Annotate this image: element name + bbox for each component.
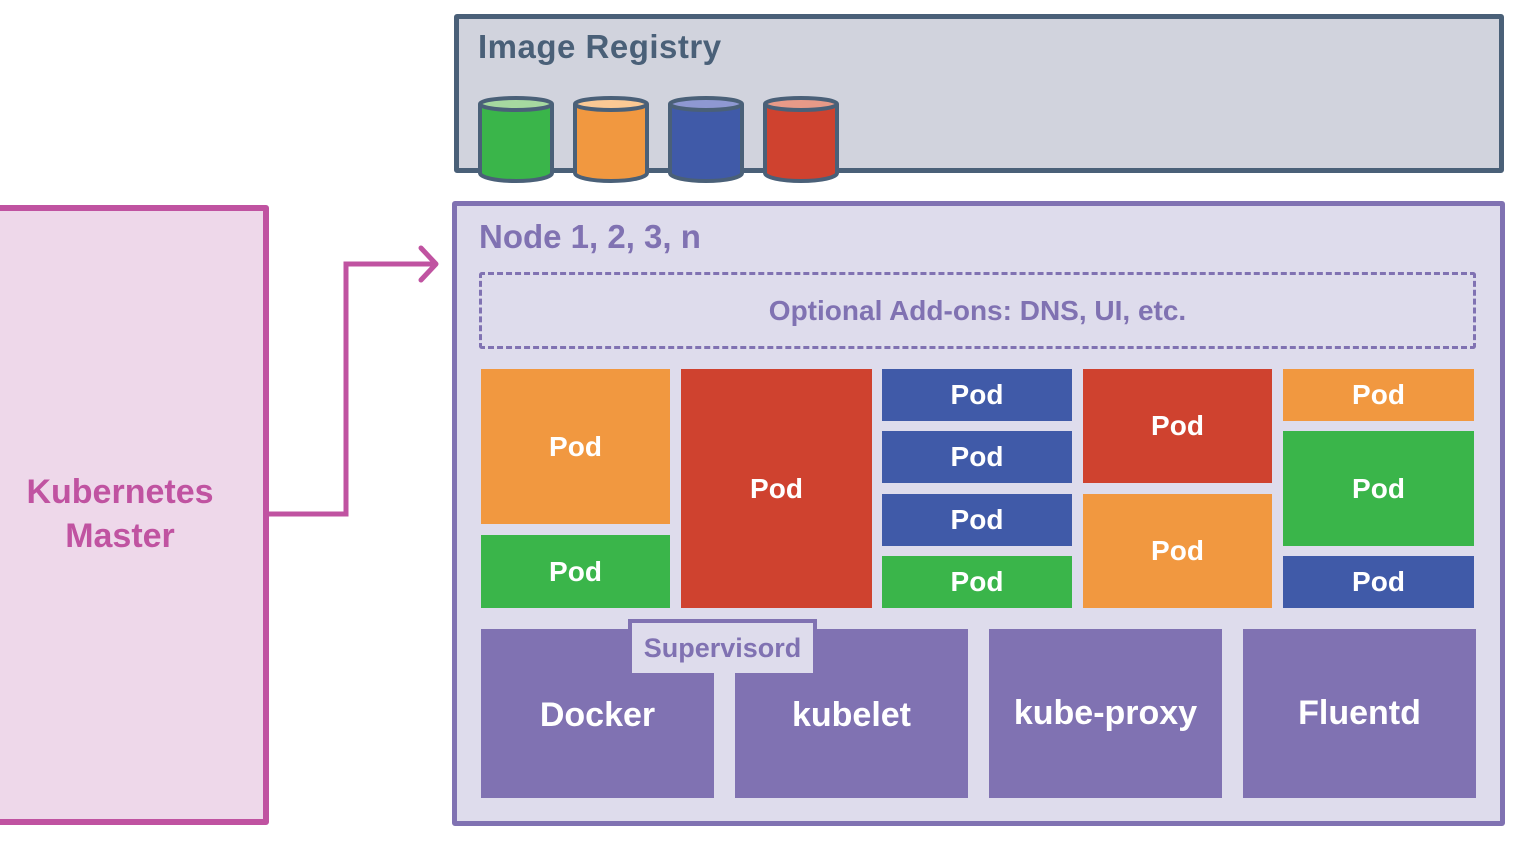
optional-addons-label: Optional Add-ons: DNS, UI, etc.	[768, 294, 1187, 326]
docker-label: Docker	[539, 696, 656, 734]
kube-proxy-label: kube-proxy	[1013, 694, 1198, 732]
pod-label: Pod	[950, 441, 1004, 472]
pod: Pod	[882, 494, 1072, 546]
pod-label: Pod	[549, 555, 602, 587]
image-registry-title: Image Registry	[478, 28, 722, 65]
kubernetes-master-title: Kubernetes Master	[0, 470, 240, 558]
supervisord-box: Supervisord	[628, 619, 817, 673]
kubelet-label: kubelet	[791, 696, 912, 734]
pod-label: Pod	[549, 430, 602, 462]
pod-label: Pod	[950, 379, 1004, 410]
supervisord-divider	[714, 673, 735, 798]
kube-proxy-service: kube-proxy	[989, 629, 1222, 798]
pod: Pod	[882, 556, 1072, 608]
pod-label: Pod	[1352, 566, 1405, 597]
master-to-node-arrow	[266, 245, 439, 517]
docker-service: Docker	[481, 629, 714, 798]
pod-label: Pod	[950, 504, 1004, 535]
kubelet-service: kubelet	[735, 629, 968, 798]
pod: Pod	[882, 369, 1072, 421]
pod: Pod	[1083, 369, 1272, 483]
pod-label: Pod	[750, 472, 803, 504]
arrow-head-icon	[418, 245, 439, 283]
optional-addons-box: Optional Add-ons: DNS, UI, etc.	[479, 272, 1476, 349]
pod: Pod	[1083, 494, 1272, 608]
pod: Pod	[1283, 556, 1474, 608]
node-title: Node 1, 2, 3, n	[479, 218, 701, 255]
pod: Pod	[481, 535, 670, 608]
master-title-line1: Kubernetes	[26, 473, 214, 511]
database-cylinder-icon	[763, 96, 839, 183]
master-title-line2: Master	[65, 517, 175, 555]
database-cylinder-icon	[478, 96, 554, 183]
pod-label: Pod	[1352, 472, 1405, 504]
pod: Pod	[1283, 369, 1474, 421]
pod: Pod	[481, 369, 670, 524]
pod: Pod	[882, 431, 1072, 483]
pod-label: Pod	[1151, 535, 1204, 566]
database-cylinder-icon	[668, 96, 744, 183]
database-cylinder-icon	[573, 96, 649, 183]
fluentd-service: Fluentd	[1243, 629, 1476, 798]
pod-label: Pod	[950, 566, 1004, 597]
pod: Pod	[1283, 431, 1474, 546]
pod: Pod	[681, 369, 872, 608]
pod-label: Pod	[1151, 410, 1204, 441]
pod-label: Pod	[1352, 379, 1405, 410]
supervisord-label: Supervisord	[643, 632, 802, 663]
fluentd-label: Fluentd	[1298, 694, 1421, 732]
